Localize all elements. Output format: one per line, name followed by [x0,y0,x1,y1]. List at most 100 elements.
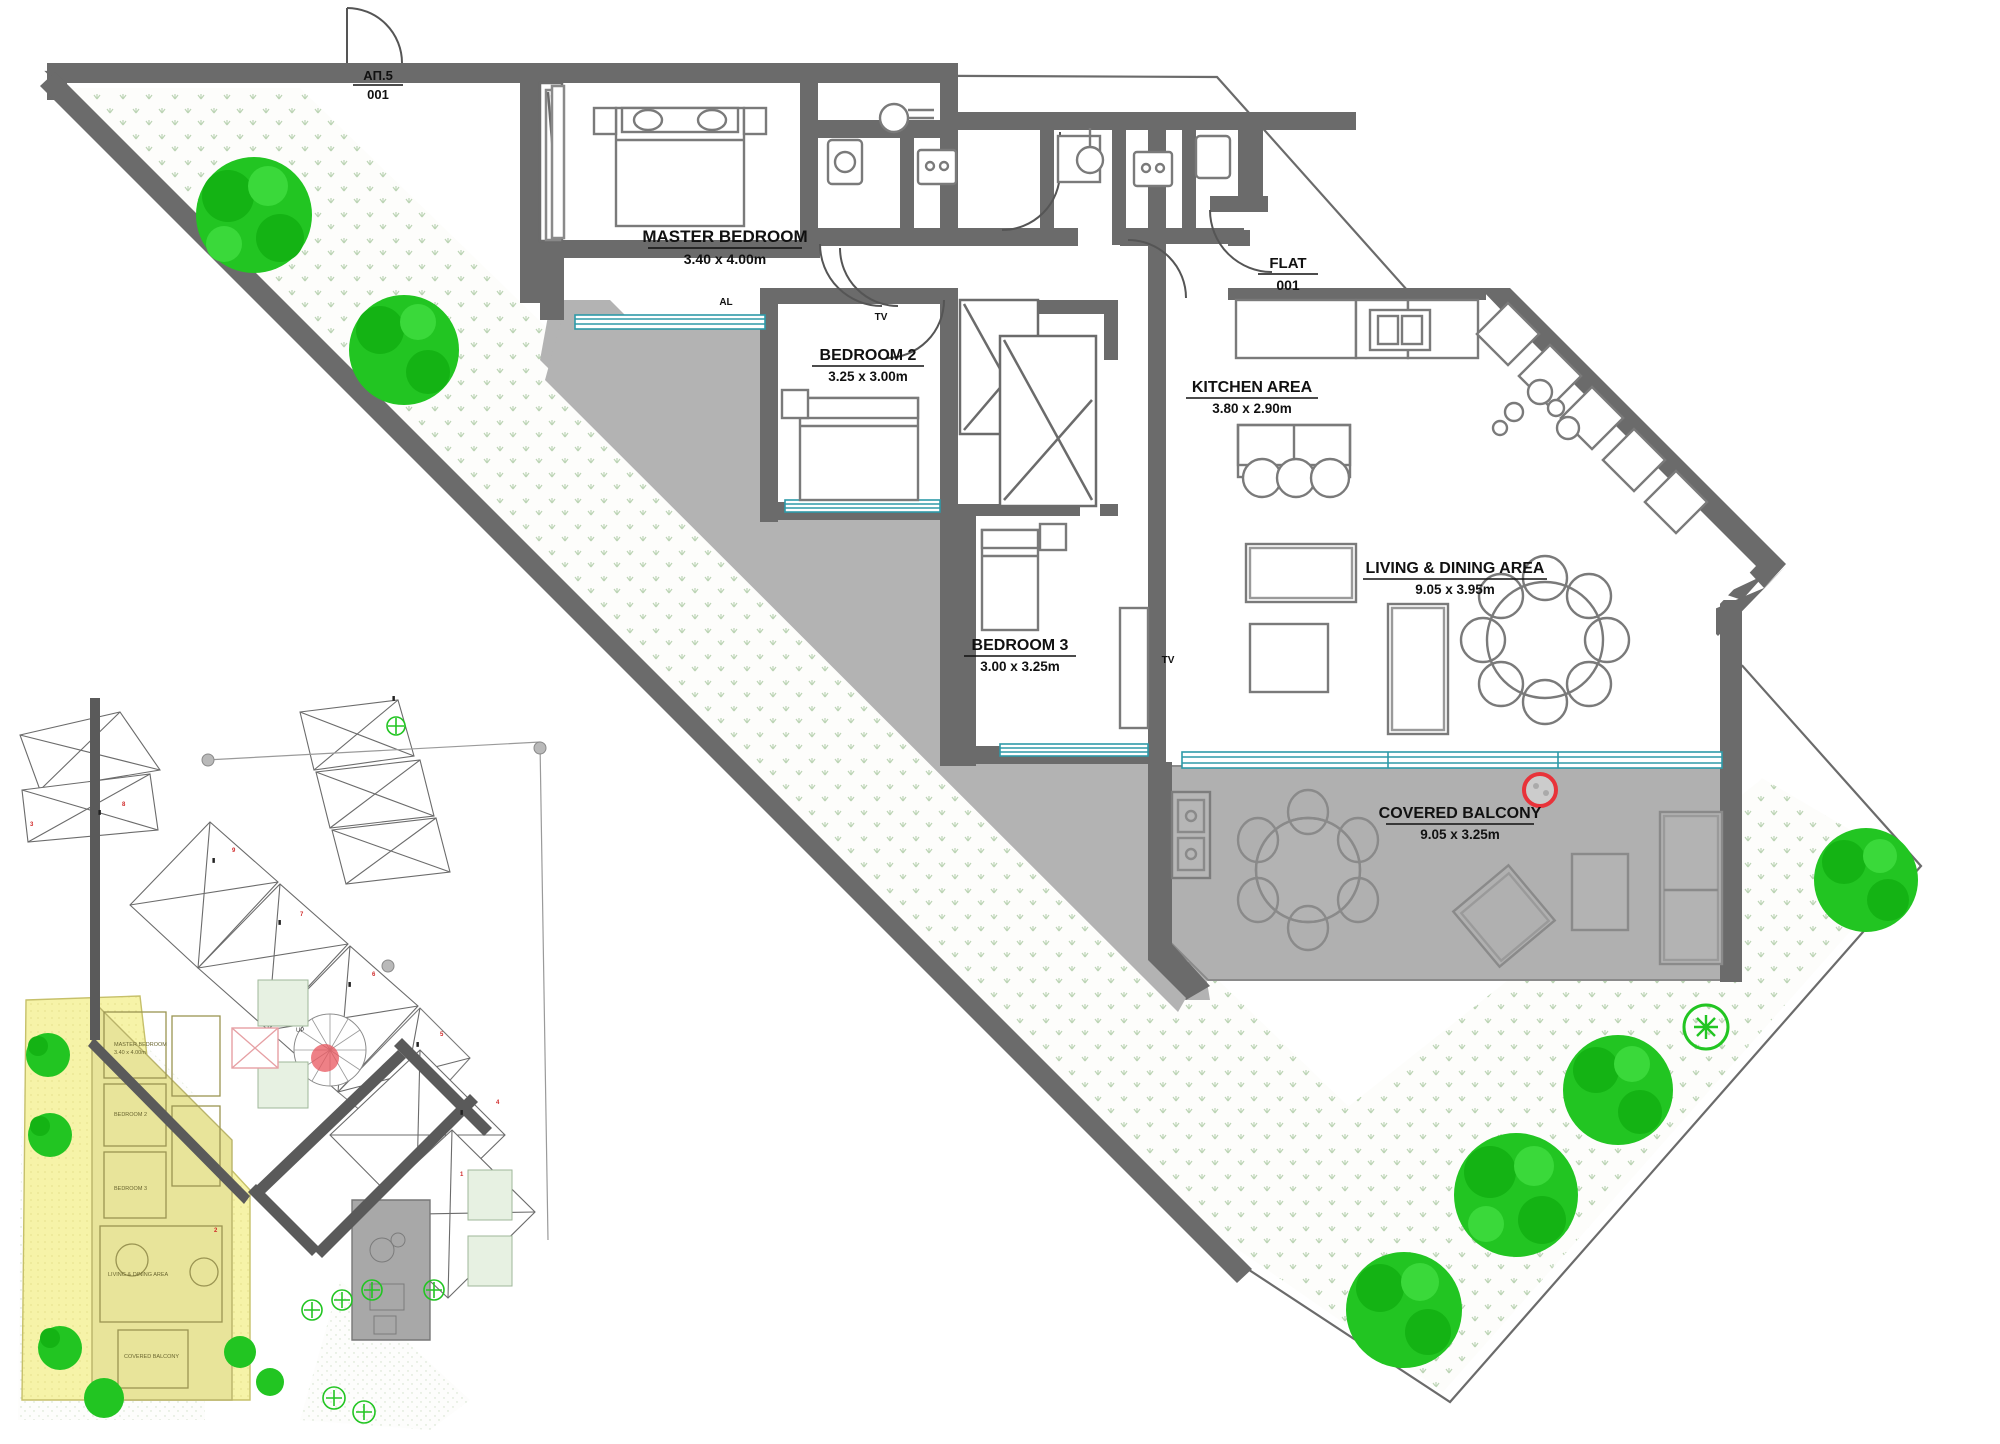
svg-text:5: 5 [440,1032,444,1038]
label-kitchen-area-name: KITCHEN AREA [1192,379,1313,396]
label-bedroom-2: BEDROOM 2 3.25 x 3.00m [812,347,924,384]
key-plan-void [231,1027,279,1069]
tree-3 [1814,828,1918,932]
svg-text:▮: ▮ [392,696,395,702]
flat-tag-line1: FLAT [1269,255,1306,272]
bath-fixtures [826,102,1232,188]
flat-tag: FLAT 001 [1258,255,1318,293]
label-master-bedroom-name: MASTER BEDROOM [642,227,807,246]
svg-text:3.40 x 4.00m: 3.40 x 4.00m [114,1050,146,1056]
bed-bedroom-3 [980,528,1040,632]
tag-washer: AL [719,297,732,308]
doors [346,7,1273,359]
svg-text:MASTER BEDROOM: MASTER BEDROOM [114,1042,167,1048]
svg-text:BEDROOM 3: BEDROOM 3 [114,1186,147,1192]
svg-text:LIVING & DINING AREA: LIVING & DINING AREA [108,1272,169,1278]
svg-text:2: 2 [214,1228,218,1234]
flat-tag-line2: 001 [1276,277,1300,293]
tv-console-living [1386,602,1450,736]
label-living-dining-area-dims: 9.05 x 3.95m [1415,582,1495,597]
nightstand-master-left [592,106,618,136]
door-bathroom-3 [1127,239,1187,299]
label-master-bedroom-dims: 3.40 x 4.00m [684,251,767,267]
nightstand-bedroom-2 [780,388,810,420]
svg-text:COVERED BALCONY: COVERED BALCONY [124,1354,179,1360]
dining-table-round [1459,554,1631,726]
svg-text:▮: ▮ [460,1110,463,1116]
label-living-dining-area: LIVING & DINING AREA 9.05 x 3.95m [1363,560,1547,597]
svg-text:BEDROOM 2: BEDROOM 2 [114,1112,147,1118]
label-bedroom-3: BEDROOM 3 3.00 x 3.25m [964,637,1076,674]
nightstand-bedroom-3 [1038,522,1068,552]
tree-4 [1563,1035,1673,1145]
svg-text:3: 3 [30,822,34,828]
door-entrance [346,7,403,64]
trees [196,157,1918,1368]
label-kitchen-area-dims: 3.80 x 2.90m [1212,401,1292,416]
stool-master [595,91,621,117]
tree-2 [349,295,459,405]
svg-text:7: 7 [300,912,304,918]
sofa-living [1244,542,1358,604]
tree-5 [1454,1133,1578,1257]
svg-text:▮: ▮ [98,810,101,816]
label-bedroom-2-name: BEDROOM 2 [820,347,917,364]
door-flat-entrance [1209,209,1273,273]
outdoor-sofa [1570,852,1630,932]
kitchen-island [1236,423,1352,499]
door-master-bedroom [839,247,899,307]
tree-6 [1346,1252,1462,1368]
tv-unit-bedroom-3 [1118,606,1150,730]
desk-bedroom-2 [782,300,856,350]
tag-tv-bedroom-3: TV [1162,655,1175,666]
bed-bedroom-2 [798,396,920,502]
svg-text:4: 4 [496,1100,500,1106]
key-plan-trees [26,716,445,1424]
coffee-table [1248,622,1330,694]
svg-text:▮: ▮ [416,1042,419,1048]
closet-hall [550,84,566,240]
svg-text:▮: ▮ [348,982,351,988]
appliance-tags: AL TV TV [719,297,1174,666]
key-plan-inset[interactable]: MASTER BEDROOM 3.40 x 4.00m BEDROOM 2 BE… [8,696,549,1435]
svg-text:8: 8 [122,802,126,808]
lounger [1451,863,1557,969]
label-master-bedroom: MASTER BEDROOM 3.40 x 4.00m [642,227,807,267]
planter-marker [1522,772,1558,808]
svg-text:▮: ▮ [212,858,215,864]
bed-master [614,106,746,228]
svg-text:UP: UP [296,1028,304,1034]
outdoor-dining-set [1236,788,1380,952]
label-covered-balcony: COVERED BALCONY 9.05 x 3.25m [1379,805,1542,842]
door-bathroom-1 [819,243,883,307]
svg-text:6: 6 [372,972,376,978]
key-plan-walls [88,698,492,1258]
key-plan-green-rooms [257,979,513,1287]
bbq-unit [1170,790,1212,880]
entrance-tag-line2: 001 [367,87,389,102]
label-kitchen-area: KITCHEN AREA 3.80 x 2.90m [1186,379,1318,416]
label-covered-balcony-name: COVERED BALCONY [1379,805,1542,822]
glazing [574,314,1723,769]
balcony-furniture [1170,772,1724,969]
entrance-tag: AΠ.5 001 [353,68,403,102]
svg-text:1: 1 [460,1172,464,1178]
furniture [592,91,1709,736]
label-covered-balcony-dims: 9.05 x 3.25m [1420,827,1500,842]
label-bedroom-3-name: BEDROOM 3 [972,637,1069,654]
wardrobes [538,81,1098,508]
svg-text:9: 9 [232,848,236,854]
side-terrace [545,318,1186,1012]
wardrobe-bedroom-3 [998,334,1098,508]
key-plan-second-flat[interactable] [351,1199,431,1341]
room-labels: MASTER BEDROOM 3.40 x 4.00m BEDROOM 2 3.… [642,227,1547,842]
kitchen-counters [1234,298,1709,535]
tag-tv-bedroom-2: TV [875,312,888,323]
entrance-tag-line1: AΠ.5 [363,68,393,83]
window-master-bedroom [574,314,766,330]
label-bedroom-3-dims: 3.00 x 3.25m [980,659,1060,674]
door-bedroom-2 [885,299,945,359]
key-plan-unit-stamps: ▮ ▮ ▮ ▮ ▮ ▮ ▮ 8 9 7 6 5 4 3 2 1 [30,696,500,1234]
